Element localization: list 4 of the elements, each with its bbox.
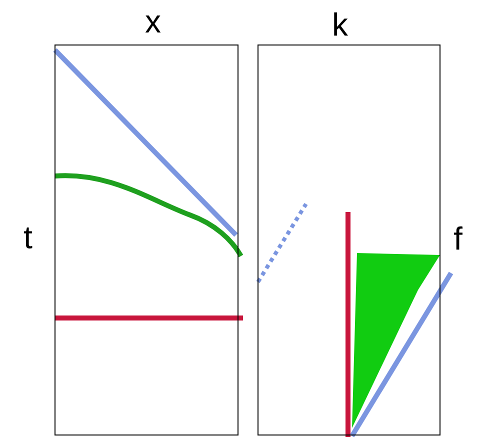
node-label: x (145, 16, 161, 32)
node-label: k (334, 12, 348, 36)
panel-box: x (54, 16, 238, 436)
panel-box: k (258, 12, 440, 436)
